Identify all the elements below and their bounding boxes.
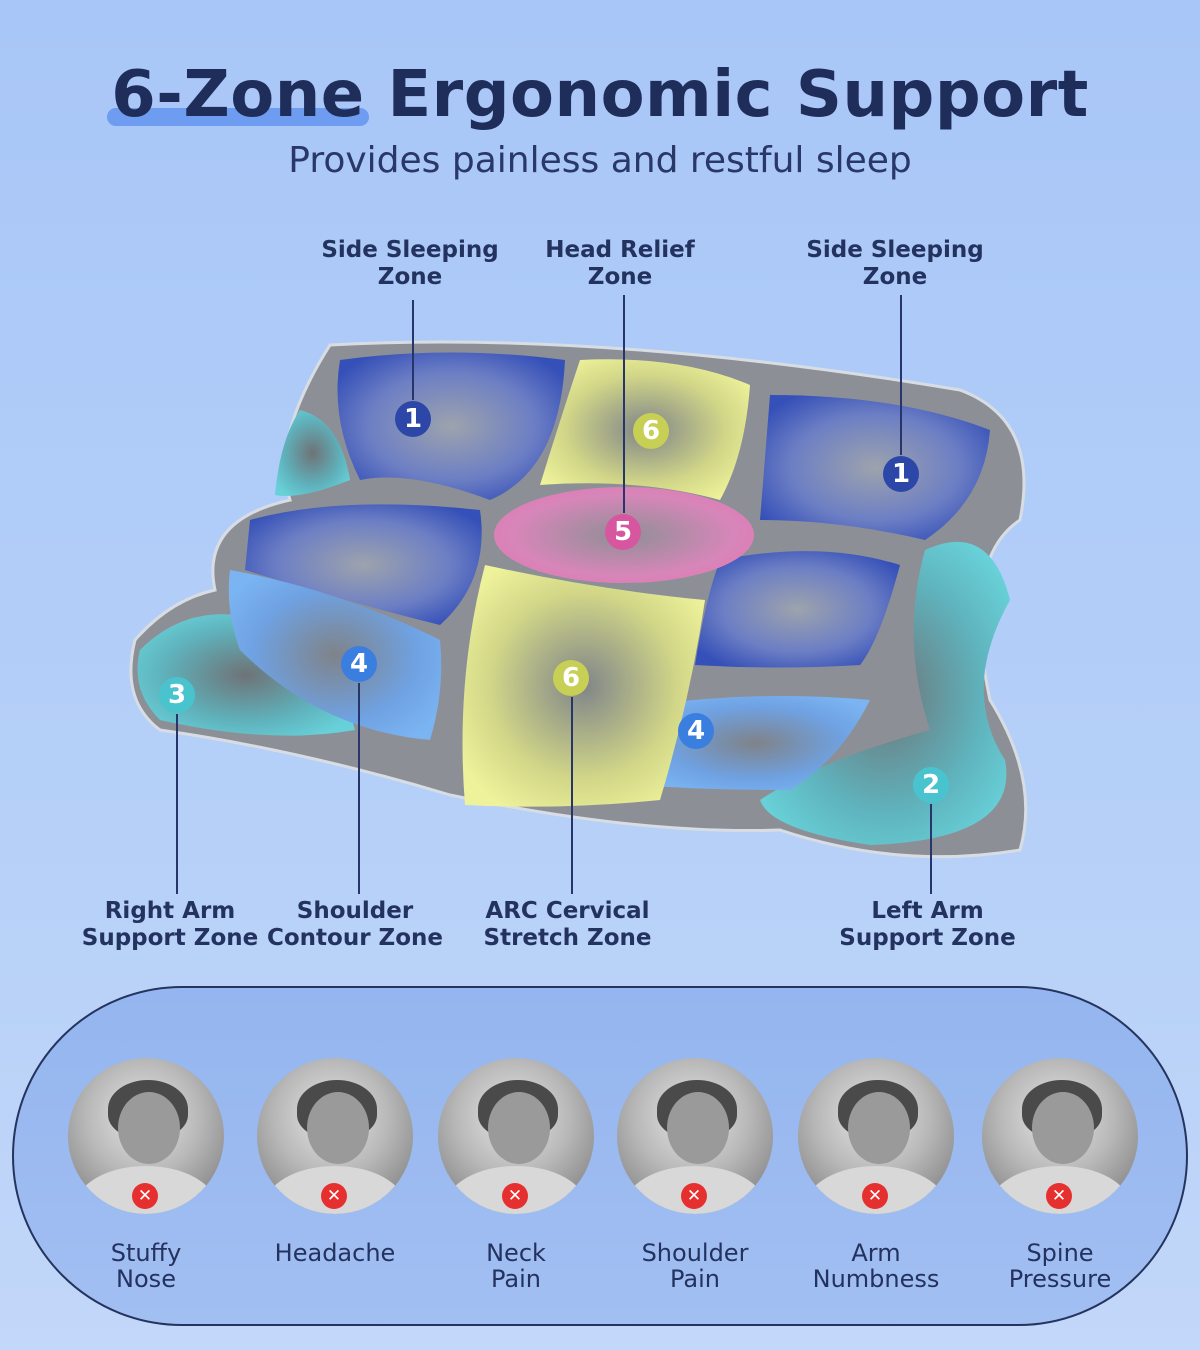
label-head-relief: Head Relief Zone <box>545 237 695 290</box>
condition-neck-pain: ✕ Neck Pain <box>436 1058 596 1292</box>
condition-label: Stuffy Nose <box>110 1239 182 1293</box>
pillow-illustration <box>129 340 1028 859</box>
leader-shoulder <box>358 683 360 894</box>
badge-right-arm: 3 <box>159 677 195 713</box>
condition-photo <box>798 1058 954 1214</box>
x-icon: ✕ <box>862 1183 888 1209</box>
title-highlight: 6-Zone <box>107 58 370 132</box>
condition-label: Arm Numbness <box>812 1239 940 1293</box>
page-title: 6-Zone Ergonomic Support <box>0 58 1200 132</box>
label-arc-cervical: ARC Cervical Stretch Zone <box>483 898 652 951</box>
leader-side-left <box>412 300 414 400</box>
leader-head-relief <box>623 295 625 513</box>
leader-arc <box>571 697 573 894</box>
title-rest: Ergonomic Support <box>364 58 1089 132</box>
x-icon: ✕ <box>1046 1183 1072 1209</box>
leader-right-arm <box>176 714 178 894</box>
label-right-arm: Right Arm Support Zone <box>81 898 259 951</box>
label-shoulder-contour: Shoulder Contour Zone <box>266 898 444 951</box>
condition-label: Headache <box>274 1239 396 1267</box>
condition-headache: ✕ Headache <box>255 1058 415 1266</box>
condition-photo <box>438 1058 594 1214</box>
x-icon: ✕ <box>681 1183 707 1209</box>
condition-shoulder-pain: ✕ Shoulder Pain <box>615 1058 775 1292</box>
badge-arc-bottom: 6 <box>553 660 589 696</box>
leader-left-arm <box>930 804 932 894</box>
leader-side-right <box>900 295 902 455</box>
condition-label: Neck Pain <box>486 1239 546 1293</box>
page-subtitle: Provides painless and restful sleep <box>288 140 912 181</box>
x-icon: ✕ <box>132 1183 158 1209</box>
condition-spine-pressure: ✕ Spine Pressure <box>980 1058 1140 1292</box>
badge-side-left: 1 <box>395 401 431 437</box>
label-left-arm: Left Arm Support Zone <box>839 898 1016 951</box>
condition-stuffy-nose: ✕ Stuffy Nose <box>66 1058 226 1292</box>
condition-label: Shoulder Pain <box>641 1239 749 1293</box>
badge-shoulder-left: 4 <box>341 646 377 682</box>
condition-arm-numbness: ✕ Arm Numbness <box>796 1058 956 1292</box>
x-icon: ✕ <box>502 1183 528 1209</box>
badge-head-relief: 5 <box>605 514 641 550</box>
label-side-sleeping-left: Side Sleeping Zone <box>321 237 499 290</box>
badge-left-arm: 2 <box>913 767 949 803</box>
badge-side-right: 1 <box>883 456 919 492</box>
label-side-sleeping-right: Side Sleeping Zone <box>806 237 984 290</box>
badge-arc-top: 6 <box>633 413 669 449</box>
x-icon: ✕ <box>321 1183 347 1209</box>
condition-label: Spine Pressure <box>1008 1239 1112 1293</box>
badge-shoulder-right: 4 <box>678 713 714 749</box>
